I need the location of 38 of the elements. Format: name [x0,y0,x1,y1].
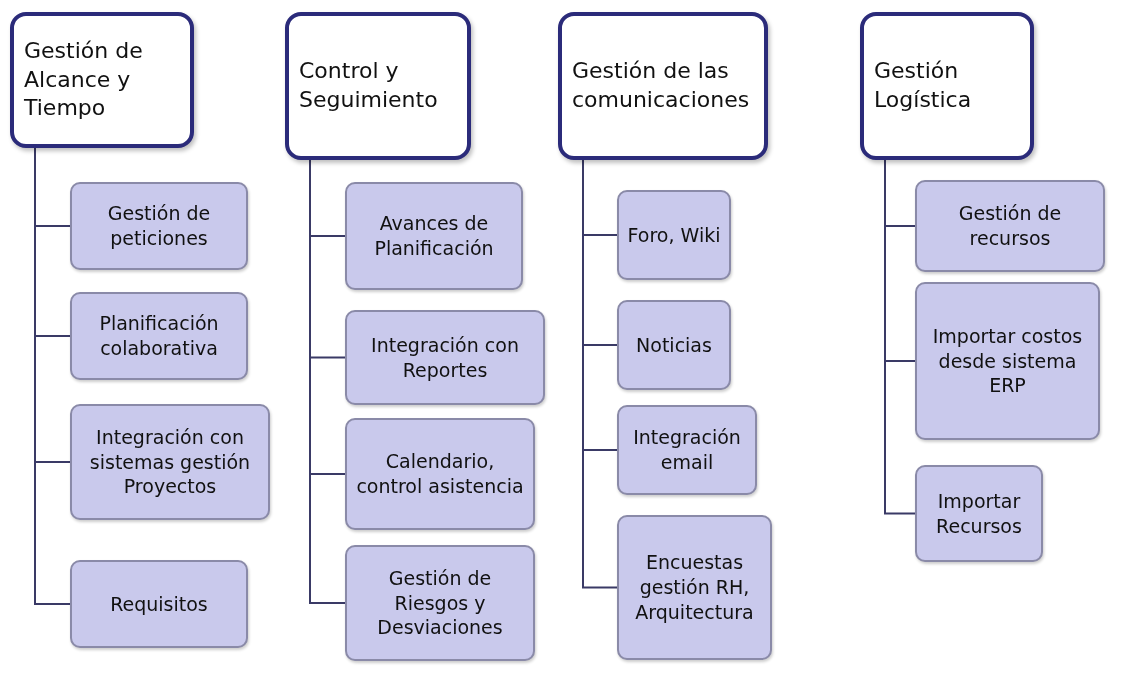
box-label: Planificación colaborativa [98,311,220,361]
box-label: Integración con Reportes [370,332,520,383]
feature-box [617,300,731,390]
feature-box [345,418,535,530]
box-label: Encuestas gestión RH, Arquitectura [634,550,755,625]
box-label: Gestión de Alcance y Tiempo [24,37,144,123]
feature-box [70,404,270,520]
box-label: Avances de Planificación [373,211,495,261]
box-label: Gestión de peticiones [106,201,212,251]
box-label: Importar costos desde sistema ERP [931,323,1084,399]
box-label: Calendario, control asistencia [355,449,525,499]
feature-box [915,180,1105,272]
box-label: Gestión de recursos [957,201,1063,251]
feature-box [345,310,545,405]
feature-box [70,292,248,380]
box-label: Control y Seguimiento [299,57,439,114]
feature-box [70,182,248,270]
box-label: Requisitos [110,591,208,617]
feature-box [345,182,523,290]
box-label: Integración con sistemas gestión Proyectos [88,424,252,500]
category-box [558,12,768,160]
category-box [860,12,1034,160]
feature-box [915,465,1043,562]
feature-box [915,282,1100,440]
box-label: Gestión de las comunicaciones [572,57,751,114]
box-label: Integración email [632,425,742,475]
box-label: Gestión Logística [874,57,973,114]
feature-box [617,405,757,495]
feature-box [617,515,772,660]
feature-box [617,190,731,280]
feature-box [345,545,535,661]
category-box [285,12,471,160]
box-label: Gestión de Riesgos y Desviaciones [376,565,504,641]
box-label: Foro, Wiki [627,222,721,248]
box-label: Importar Recursos [935,488,1023,539]
box-label: Noticias [636,332,712,358]
category-box [10,12,194,148]
feature-box [70,560,248,648]
